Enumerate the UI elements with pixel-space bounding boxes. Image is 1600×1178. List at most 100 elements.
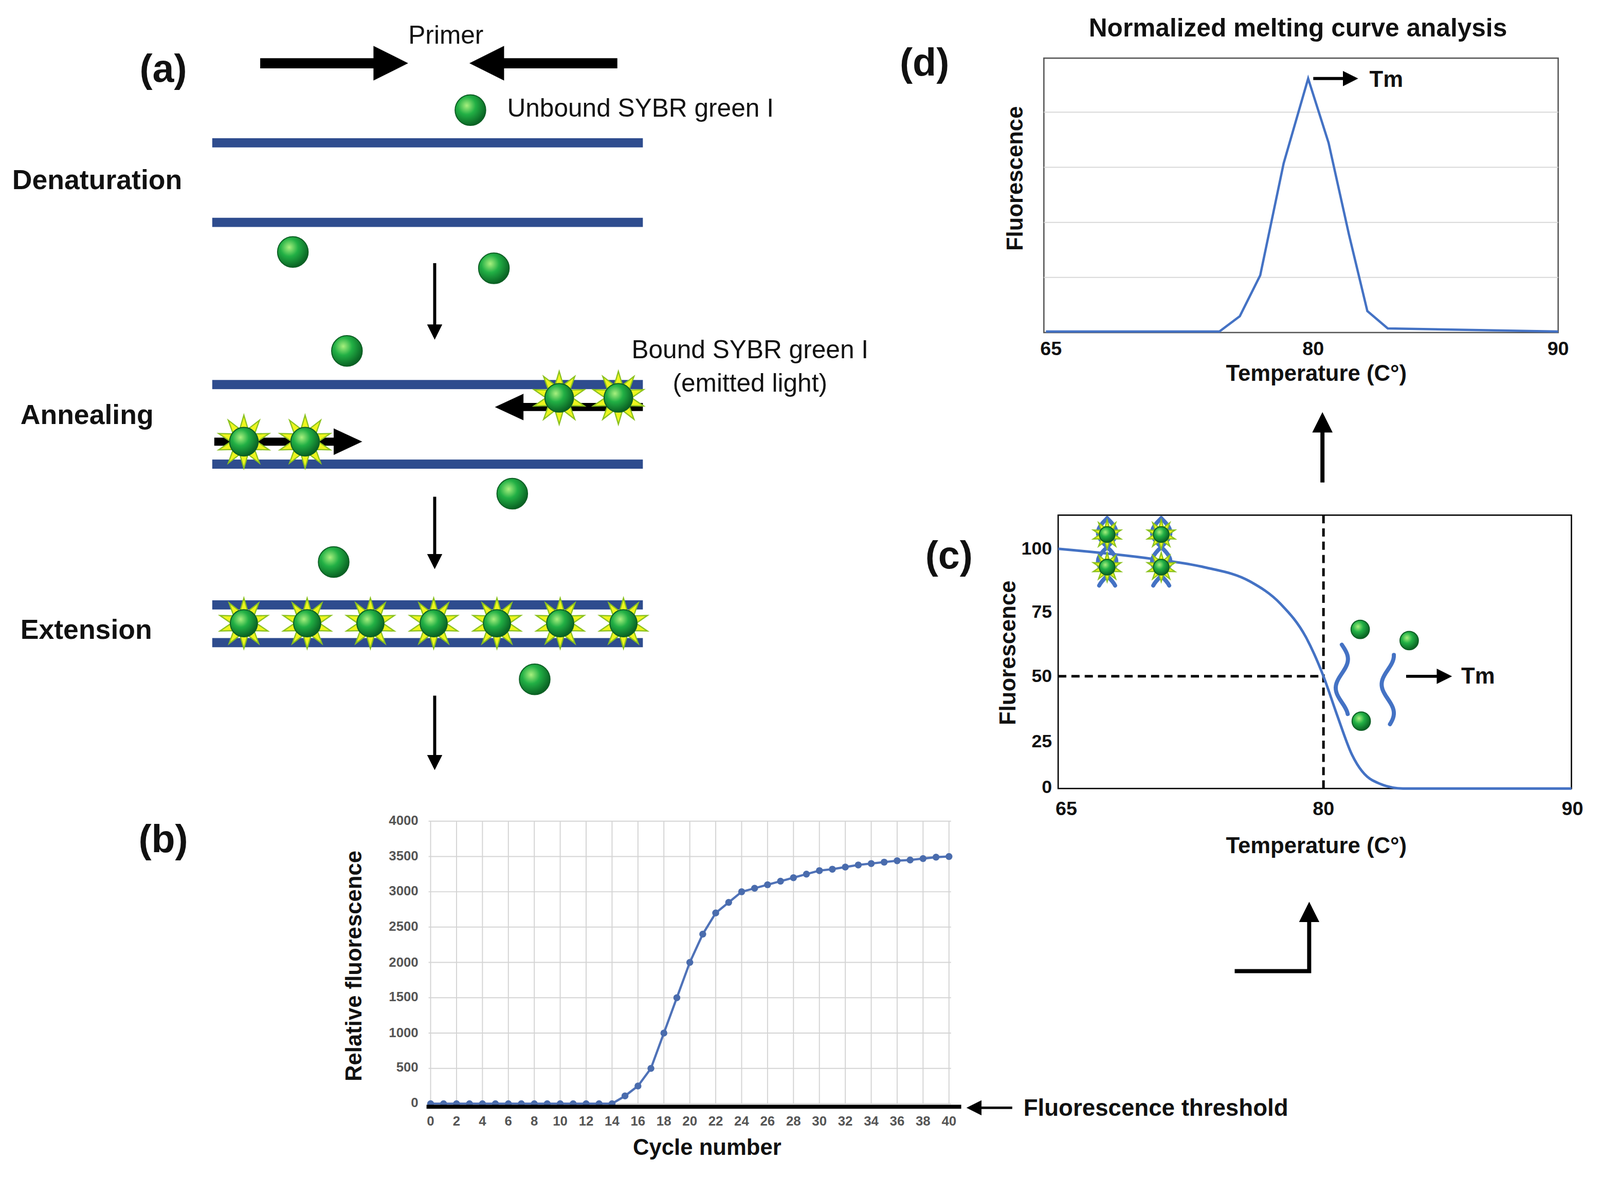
tm-label: Tm [1461,663,1495,690]
tick-label: 22 [708,1114,724,1131]
data-point [712,910,719,917]
sybr-dye [544,383,574,413]
grid-line [456,821,458,1105]
tick-label: 18 [656,1114,672,1131]
grid-line [948,821,950,1105]
axis-title: Temperature (C°) [1226,360,1407,387]
axis-title: Temperature (C°) [1226,832,1407,859]
sybr-dye [609,609,638,638]
tick-label: 28 [786,1114,802,1131]
tick-label: 12 [578,1114,594,1131]
chart-title: Normalized melting curve analysis [1088,12,1508,43]
grid-line [792,821,794,1105]
sybr-dye [331,335,363,367]
sybr-dye [318,547,350,578]
grid-line [663,821,665,1105]
dna-strand [212,459,644,469]
flow-arrow [1234,905,1309,972]
sybr-dye [604,383,633,413]
tick-label: 3000 [388,884,418,900]
tm-label: Tm [1369,66,1403,93]
sybr-dye [1352,712,1371,731]
tick-label: 4 [478,1114,486,1131]
tick-label: 1000 [388,1025,418,1042]
grid-line [1043,277,1558,279]
tick-label: 38 [915,1114,931,1131]
sybr-dye [1099,559,1116,576]
tick-label: 0 [1041,777,1052,799]
step-label: Extension [20,614,153,647]
grid-line [715,821,717,1105]
data-point [725,899,733,906]
data-point [919,855,927,863]
data-point [841,863,849,871]
data-point [686,959,694,967]
grid-line [1043,222,1558,224]
dye-glow [1147,552,1176,583]
data-point [803,870,810,878]
flow-arrow [433,696,437,768]
grid-line [1043,166,1558,168]
grid-line [585,821,587,1105]
data-point [790,874,797,882]
dna-wave [1335,644,1349,715]
sybr-dye [1351,620,1370,640]
tick-label: 25 [1031,731,1052,753]
dna-strand [212,638,644,648]
grid-line [1043,111,1558,113]
sybr-dye [1153,526,1170,543]
tick-label: 2000 [388,955,418,971]
sybr-dye [291,427,320,457]
dye-label: Unbound SYBR green I [506,93,774,123]
data-point [621,1093,629,1100]
tick-label: 30 [811,1114,827,1131]
data-point [647,1065,654,1072]
sybr-dye [546,609,574,638]
data-point [660,1029,667,1037]
dye-glow [599,598,648,649]
tick-label: 50 [1031,665,1052,687]
tick-label: 16 [630,1114,646,1131]
tick-label: 3500 [388,849,418,865]
plot-frame [1058,515,1572,789]
flow-arrow [433,497,437,567]
panel-letter: (c) [925,533,973,579]
grid-line [922,821,924,1105]
dye-glow [1093,520,1121,550]
data-point [932,853,940,861]
tick-label: 75 [1031,601,1052,623]
grid-line [637,821,639,1105]
amplification-curve [430,856,950,1104]
tick-label: 90 [1561,797,1584,821]
data-point [893,857,901,865]
leader-arrow [969,1106,1012,1110]
dye-glow [534,371,585,425]
tick-label: 14 [604,1114,620,1131]
grid-line [767,821,769,1105]
data-point [945,853,953,861]
panel-letter: (a) [139,47,187,93]
leader-arrow [1406,675,1449,679]
flow-arrow [1320,416,1325,483]
axis-title: Fluorescence [1002,106,1029,252]
data-point [699,931,706,938]
dna-strand [212,138,644,148]
dna-strand [212,379,644,390]
tick-label: 6 [504,1114,513,1131]
melt-curve [1058,549,1572,789]
plot-frame [1043,58,1558,333]
tick-label: 4000 [388,813,418,830]
leader-arrow [1313,77,1355,81]
grid-line [559,821,561,1105]
tick-label: 0 [410,1096,418,1113]
data-point [634,1082,642,1090]
dye-glow [279,415,331,469]
panel-letter: (b) [138,817,188,863]
chart-grid [428,821,952,1105]
data-point [855,861,862,869]
axis-title: Fluorescence [995,580,1022,726]
tick-label: 32 [838,1114,853,1131]
sybr-dye [478,252,510,284]
derivative-peak [1045,78,1558,332]
